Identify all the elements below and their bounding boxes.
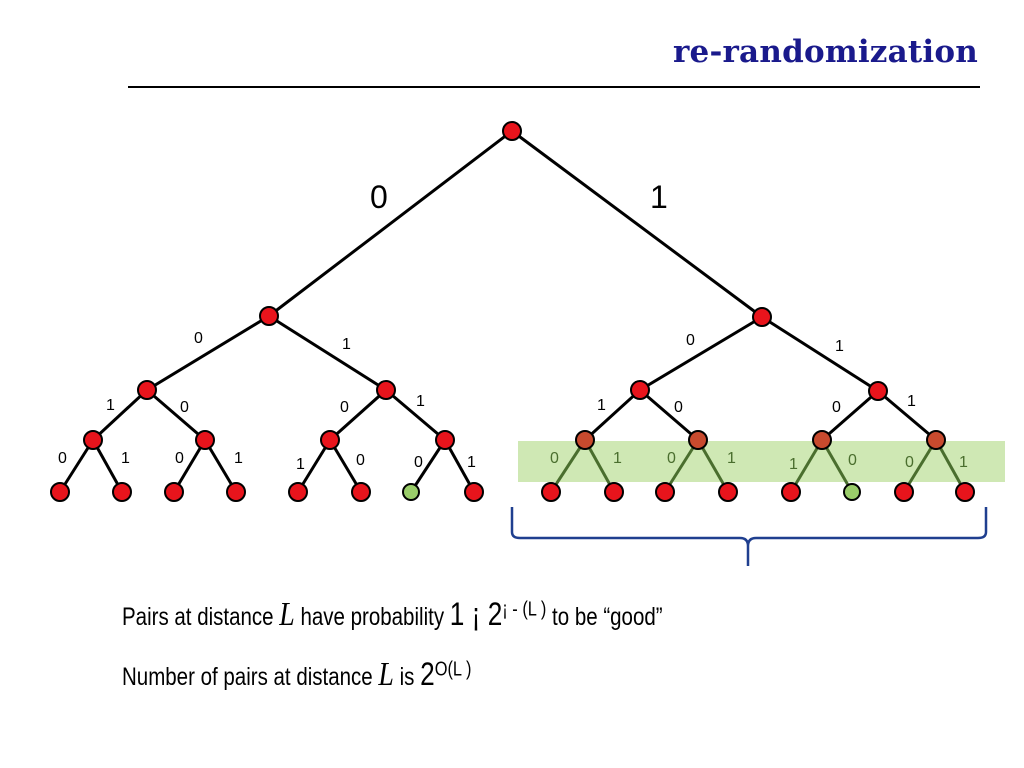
edge-label: 1 bbox=[106, 397, 115, 414]
leaf-node bbox=[655, 482, 675, 502]
edge-label: 0 bbox=[194, 330, 203, 347]
edge-label: 0 bbox=[674, 399, 683, 416]
leaf-edge-label: 0 bbox=[550, 450, 559, 467]
leaf-edge-label: 0 bbox=[356, 452, 365, 469]
tree-node bbox=[575, 430, 595, 450]
edge-label: 1 bbox=[835, 338, 844, 355]
tree-node bbox=[752, 307, 772, 327]
leaf-edge-label: 0 bbox=[175, 450, 184, 467]
tree-node bbox=[137, 380, 157, 400]
leaf-node bbox=[781, 482, 801, 502]
edge-label: 1 bbox=[650, 179, 668, 215]
edge-label: 1 bbox=[597, 397, 606, 414]
tree-nodes bbox=[50, 121, 975, 502]
tree-node bbox=[195, 430, 215, 450]
leaf-node bbox=[226, 482, 246, 502]
leaf-edge-label: 1 bbox=[467, 454, 476, 471]
edge-label: 0 bbox=[340, 399, 349, 416]
tree-edges bbox=[58, 129, 937, 493]
leaf-edge-label: 1 bbox=[121, 450, 130, 467]
leaf-edge-label: 0 bbox=[905, 454, 914, 471]
leaf-edge-label: 0 bbox=[58, 450, 67, 467]
probability-exponent: ¡ - (L ) bbox=[502, 598, 547, 621]
tree-node bbox=[812, 430, 832, 450]
edge-label: 0 bbox=[686, 332, 695, 349]
leaf-edge-label: 1 bbox=[727, 450, 736, 467]
edge-label: 1 bbox=[342, 336, 351, 353]
tree-node bbox=[926, 430, 946, 450]
leaf-node bbox=[464, 482, 484, 502]
leaf-edge-label: 1 bbox=[613, 450, 622, 467]
leaf-edge-label: 0 bbox=[848, 452, 857, 469]
leaf-node bbox=[351, 482, 371, 502]
leaf-edge-label: 1 bbox=[959, 454, 968, 471]
tree-node bbox=[259, 306, 279, 326]
curly-brace bbox=[510, 507, 988, 566]
line1-text-c: to be “good” bbox=[552, 603, 663, 631]
leaf-node bbox=[541, 482, 561, 502]
edge-label: 1 bbox=[907, 393, 916, 410]
leaf-edge-label: 1 bbox=[234, 450, 243, 467]
tree-node bbox=[688, 430, 708, 450]
tree-node bbox=[376, 380, 396, 400]
math-variable-l: L bbox=[378, 656, 394, 693]
leaf-node bbox=[288, 482, 308, 502]
title-divider bbox=[128, 86, 980, 88]
tree-node bbox=[435, 430, 455, 450]
line1-text-a: Pairs at distance bbox=[122, 603, 274, 631]
line2-text-a: Number of pairs at distance bbox=[122, 663, 373, 691]
line2-text-b: is bbox=[399, 663, 415, 691]
root-node bbox=[502, 121, 522, 141]
tree-node bbox=[83, 430, 103, 450]
leaf-node bbox=[894, 482, 914, 502]
edge-label: 0 bbox=[180, 399, 189, 416]
edge-label: 1 bbox=[416, 393, 425, 410]
good-leaf-node bbox=[402, 483, 420, 501]
leaf-edge-label: 1 bbox=[296, 456, 305, 473]
leaf-node bbox=[112, 482, 132, 502]
edge-label: 0 bbox=[832, 399, 841, 416]
edge-label: 0 bbox=[370, 179, 388, 215]
leaf-node bbox=[164, 482, 184, 502]
line1-text-b: have probability bbox=[300, 603, 445, 631]
leaf-edge-label: 0 bbox=[667, 450, 676, 467]
count-exponent: O(L ) bbox=[434, 658, 472, 681]
leaf-node bbox=[718, 482, 738, 502]
tree-node bbox=[630, 380, 650, 400]
slide-title: re-randomization bbox=[672, 34, 978, 70]
statement-line-1: Pairs at distance L have probability 1 ¡… bbox=[122, 596, 663, 634]
tree-node bbox=[868, 381, 888, 401]
leaf-node bbox=[50, 482, 70, 502]
probability-expression: 1 ¡ 2 bbox=[449, 596, 503, 632]
leaf-edge-label: 0 bbox=[414, 454, 423, 471]
statement-line-2: Number of pairs at distance L is 2O(L ) bbox=[122, 656, 471, 694]
math-variable-l: L bbox=[279, 596, 295, 633]
count-expression: 2 bbox=[420, 656, 435, 692]
tree-node bbox=[320, 430, 340, 450]
leaf-node bbox=[955, 482, 975, 502]
leaf-node bbox=[604, 482, 624, 502]
leaf-edge-label: 1 bbox=[789, 456, 798, 473]
good-leaf-node bbox=[843, 483, 861, 501]
